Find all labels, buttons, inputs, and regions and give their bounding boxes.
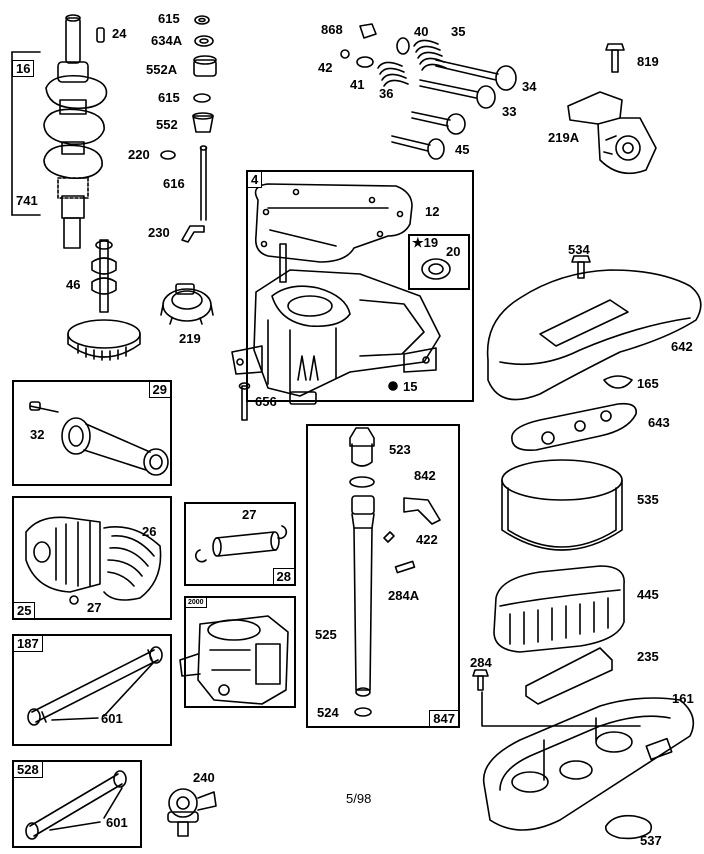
breather-tube-box-a: 187 [12, 634, 172, 746]
part-label: 33 [502, 104, 517, 119]
part-label: 601 [106, 815, 128, 830]
connecting-rod-drawing [29, 401, 169, 476]
base-plate-drawing [511, 402, 637, 452]
part-label: 524 [317, 705, 339, 720]
part-label: 165 [637, 376, 659, 391]
part-label: 523 [389, 442, 411, 457]
part-label: 24 [112, 26, 127, 41]
part-label: 220 [128, 147, 150, 162]
connecting-rod-box: 29 [12, 380, 172, 486]
part-label: 35 [451, 24, 466, 39]
governor-drawing [160, 283, 214, 325]
part-label: 642 [671, 339, 693, 354]
small-parts-stack [160, 15, 217, 243]
part-label: 219 [179, 331, 201, 346]
part-label: 36 [379, 86, 394, 101]
part-label: 15 [403, 379, 418, 394]
part-label: 868 [321, 22, 343, 37]
part-label: 445 [637, 587, 659, 602]
part-label: 32 [30, 427, 45, 442]
carburetor-box-tag: 2000 [185, 597, 207, 608]
part-label: 552 [156, 117, 178, 132]
part-label: 643 [648, 415, 670, 430]
tube-528-drawing [25, 770, 127, 840]
dipstick-box-tag: 847 [429, 710, 459, 727]
part-label: 525 [315, 627, 337, 642]
part-label: 656 [255, 394, 277, 409]
breather-tube-box-b-tag: 528 [13, 761, 43, 778]
part-label: 40 [414, 24, 429, 39]
part-label: 27 [242, 507, 257, 522]
breather-tube-box-a-tag: 187 [13, 635, 43, 652]
part-label: 601 [101, 711, 123, 726]
wing-nut-drawing [603, 375, 633, 389]
part-label: 537 [640, 833, 662, 848]
cylinder-head-box: 25 [12, 496, 172, 620]
fitting-drawing [167, 788, 217, 837]
part-label: 534 [568, 242, 590, 257]
part-label: 230 [148, 225, 170, 240]
part-label: 284A [388, 588, 420, 603]
dipstick-box: 847 [306, 424, 460, 728]
part-label: 27 [87, 600, 102, 615]
pins-box-tag: 28 [272, 568, 295, 585]
seal-box-tag: ★19 [412, 235, 439, 250]
air-cleaner-base-drawing [482, 697, 695, 831]
part-label: 34 [522, 79, 537, 94]
crankshaft-tag: 16 [12, 60, 35, 77]
baffle-drawing [525, 647, 613, 705]
air-cleaner-cover-drawing [486, 255, 702, 401]
part-label: 26 [142, 524, 157, 539]
part-label: 284 [470, 655, 492, 670]
date-code: 5/98 [346, 791, 372, 806]
gasket-drawing [604, 814, 653, 840]
pins-box: 28 [184, 502, 296, 586]
cylinder-head-drawing [25, 516, 162, 605]
part-label: 616 [163, 176, 185, 191]
carburetor-drawing [179, 615, 289, 705]
dipstick-drawing [349, 427, 441, 717]
part-label: 20 [446, 244, 461, 259]
crankshaft-drawing [11, 14, 108, 249]
part-label: 235 [637, 649, 659, 664]
part-label: 161 [672, 691, 694, 706]
part-label: 41 [350, 77, 365, 92]
part-label: 240 [193, 770, 215, 785]
part-label: 634A [151, 33, 183, 48]
bracket-drawing [567, 91, 657, 175]
breather-tube-box-b: 528 [12, 760, 142, 848]
crankshaft-bottom-tag: 741 [16, 193, 38, 208]
seal-box: ★19 [408, 234, 470, 290]
precleaner-drawing [501, 459, 623, 551]
connecting-rod-box-tag: 29 [148, 381, 171, 398]
part-label: 819 [637, 54, 659, 69]
carburetor-box: 2000 [184, 596, 296, 708]
part-label: 45 [455, 142, 470, 157]
cylinder-box: 4 [246, 170, 474, 402]
valve-train-drawing [340, 23, 517, 160]
part-label: 422 [416, 532, 438, 547]
tube-187-drawing [27, 646, 163, 726]
part-label: 46 [66, 277, 81, 292]
part-label: 615 [158, 90, 180, 105]
engine-block-drawing [231, 183, 441, 405]
part-label: 615 [158, 11, 180, 26]
cylinder-head-box-tag: 25 [13, 602, 36, 619]
cylinder-box-tag: 4 [247, 171, 263, 188]
pins-drawing [194, 525, 288, 563]
camshaft-drawing [67, 239, 141, 361]
part-label: 42 [318, 60, 333, 75]
part-label: 552A [146, 62, 178, 77]
part-label: 219A [548, 130, 580, 145]
part-label: 842 [414, 468, 436, 483]
filter-element-drawing [493, 565, 625, 653]
part-label: 12 [425, 204, 440, 219]
part-label: 535 [637, 492, 659, 507]
